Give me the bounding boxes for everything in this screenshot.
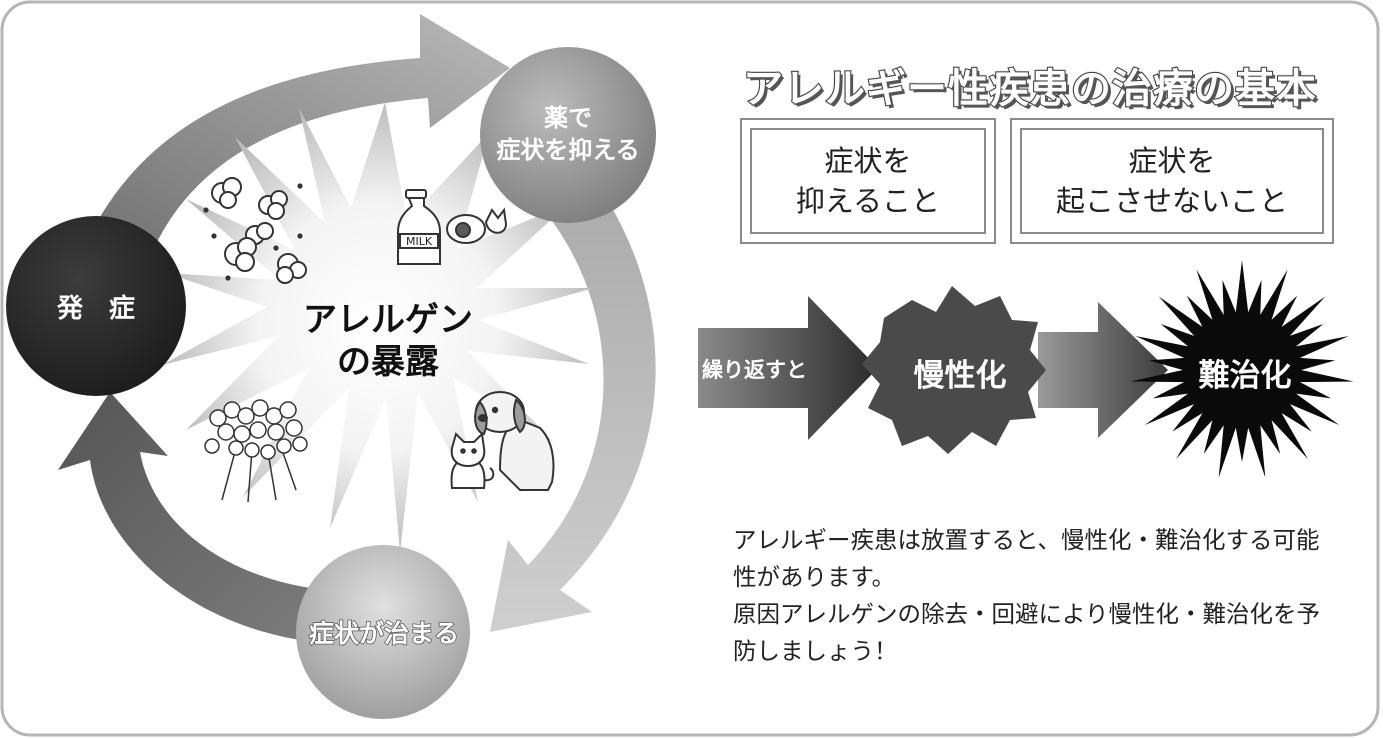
arrow-medicine-to-subside	[490, 155, 656, 632]
treatment-box-suppress-label: 症状を 抑えること	[750, 128, 986, 234]
cycle-arrows	[58, 14, 656, 640]
treatment-box-prevent: 症状を 起こさせないこと	[1010, 118, 1334, 244]
note-line-1: アレルギー疾患は放置すると、慢性化・難治化する可能性があります。	[733, 526, 1320, 591]
intractable-shape	[1130, 260, 1354, 478]
arrow-subside-to-onset	[58, 392, 325, 640]
milk-bottle-icon	[397, 189, 441, 265]
repeat-label: 繰り返すと	[702, 358, 807, 382]
allergen-burst	[162, 102, 594, 552]
center-label: アレルゲン の暴露	[303, 300, 473, 382]
repeat-arrow	[698, 296, 878, 440]
intractable-label: 難治化	[1198, 357, 1292, 394]
note-line-2: 原因アレルゲンの除去・回避により慢性化・難治化を予防しましょう！	[733, 600, 1321, 665]
treatment-box-prevent-label: 症状を 起こさせないこと	[1020, 128, 1324, 234]
egg-icon	[446, 207, 508, 244]
milk-label: MILK	[405, 234, 433, 248]
chronic-shape	[862, 286, 1046, 454]
arrow-onset-to-medicine	[78, 14, 510, 262]
subside-node	[296, 545, 470, 719]
progression-arrow	[1038, 302, 1168, 438]
treatment-box-suppress: 症状を 抑えること	[740, 118, 996, 244]
medicine-label: 薬で 症状を抑える	[496, 104, 640, 164]
diagram-title: アレルギー性疾患の治療の基本	[742, 65, 1317, 113]
cat-icon	[450, 431, 495, 489]
onset-label: 発 症	[56, 293, 135, 324]
flower-plant-icon	[204, 399, 308, 503]
dog-icon	[474, 391, 555, 491]
subside-label: 症状が治まる	[308, 618, 460, 649]
medicine-node	[480, 47, 656, 223]
pollen-icon	[203, 177, 307, 284]
explanation-note: アレルギー疾患は放置すると、慢性化・難治化する可能性があります。 原因アレルゲン…	[733, 522, 1333, 670]
onset-node	[6, 216, 186, 396]
chronic-label: 慢性化	[913, 357, 1007, 394]
